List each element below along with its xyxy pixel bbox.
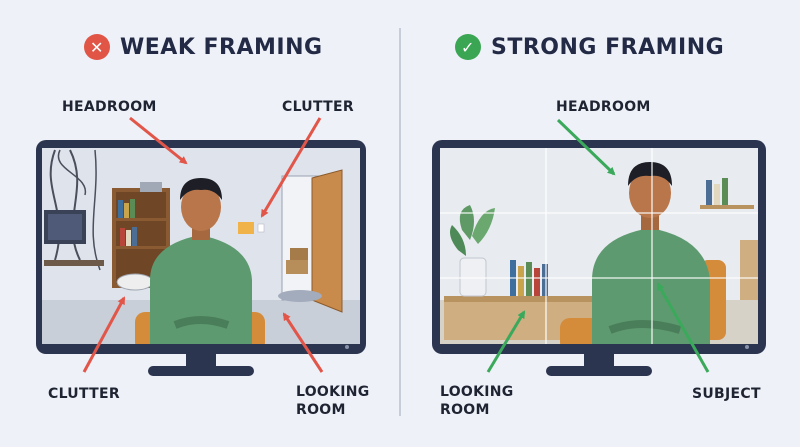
label-left-looking-room-line1: LOOKING bbox=[296, 384, 370, 400]
label-right-looking-room: LOOKING ROOM bbox=[440, 383, 514, 419]
label-left-clutter-bottom: CLUTTER bbox=[48, 386, 120, 402]
weak-framing-title-text: WEAK FRAMING bbox=[120, 34, 323, 60]
strong-framing-title-text: STRONG FRAMING bbox=[491, 34, 725, 60]
arrow-left-clutter-top bbox=[260, 117, 322, 218]
weak-framing-title: ✕ WEAK FRAMING bbox=[84, 30, 323, 64]
arrow-right-headroom bbox=[556, 118, 616, 176]
label-right-looking-room-line1: LOOKING bbox=[440, 384, 514, 400]
annotation-arrows bbox=[82, 116, 710, 373]
clean-room-scene bbox=[440, 148, 758, 344]
right-monitor bbox=[432, 140, 766, 376]
label-left-looking-room-line2: ROOM bbox=[296, 402, 346, 418]
check-icon: ✓ bbox=[455, 34, 481, 60]
left-monitor bbox=[36, 140, 366, 376]
label-right-headroom: HEADROOM bbox=[556, 99, 651, 115]
arrow-left-headroom bbox=[129, 116, 188, 165]
arrow-right-looking-room bbox=[486, 310, 526, 373]
arrow-left-looking-room bbox=[282, 312, 324, 373]
strong-framing-title: ✓ STRONG FRAMING bbox=[455, 30, 724, 64]
arrow-left-clutter-bottom bbox=[82, 296, 126, 373]
label-right-subject: SUBJECT bbox=[692, 386, 761, 402]
label-right-looking-room-line2: ROOM bbox=[440, 402, 490, 418]
arrow-right-subject bbox=[656, 282, 710, 373]
cluttered-room-scene bbox=[42, 148, 360, 344]
panel-divider bbox=[399, 28, 401, 416]
label-left-looking-room: LOOKING ROOM bbox=[296, 383, 370, 419]
label-left-clutter-top: CLUTTER bbox=[282, 99, 354, 115]
x-icon: ✕ bbox=[84, 34, 110, 60]
label-left-headroom: HEADROOM bbox=[62, 99, 157, 115]
